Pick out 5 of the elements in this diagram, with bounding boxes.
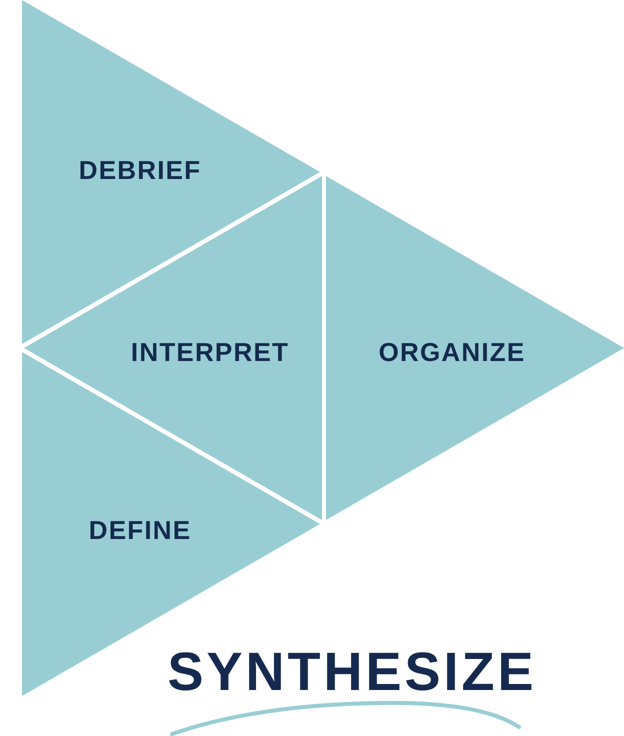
diagram-title: SYNTHESIZE <box>167 645 537 699</box>
segment-label: DEFINE <box>88 517 192 543</box>
segment-label: ORGANIZE <box>378 339 526 365</box>
segment-label: INTERPRET <box>130 339 290 365</box>
segment-label: DEBRIEF <box>78 157 202 183</box>
